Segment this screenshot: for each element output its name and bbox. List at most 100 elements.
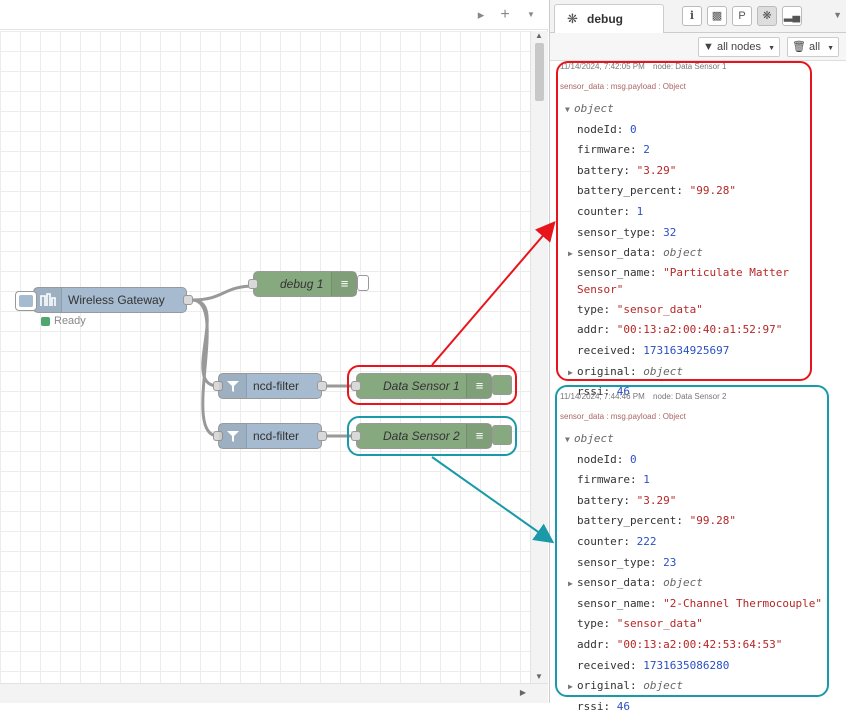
gateway-icon bbox=[34, 288, 62, 312]
clear-label: all bbox=[809, 41, 821, 53]
field-value: 1 bbox=[643, 473, 650, 487]
play-icon[interactable]: ▸ bbox=[477, 7, 485, 22]
input-port[interactable] bbox=[248, 279, 258, 289]
scrollbar-thumb[interactable] bbox=[535, 43, 544, 101]
ncd-filter-node-2[interactable]: ncd-filter bbox=[213, 423, 327, 449]
message-timestamp: 11/14/2024, 7:42:05 PM bbox=[560, 62, 645, 71]
book-icon[interactable]: ▩ bbox=[707, 6, 727, 26]
field-value: object bbox=[663, 576, 703, 590]
bug-icon[interactable]: ❋ bbox=[757, 6, 777, 26]
ncd-filter-node-1[interactable]: ncd-filter bbox=[213, 373, 327, 399]
tree-field-sensor-name: sensor_name: "Particulate Matter Sensor" bbox=[577, 265, 789, 296]
field-value: 0 bbox=[630, 452, 637, 466]
tree-field-battery-percent: battery_percent: "99.28" bbox=[577, 514, 736, 528]
output-port[interactable] bbox=[183, 295, 193, 305]
field-key: original bbox=[577, 364, 630, 378]
field-key: sensor_name bbox=[577, 596, 650, 610]
caret-right-icon[interactable]: ▶ bbox=[568, 579, 573, 589]
horizontal-scrollbar[interactable]: ▶ bbox=[0, 683, 548, 703]
tree-field-sensor-data[interactable]: ▶sensor_data: object bbox=[560, 573, 834, 594]
input-port[interactable] bbox=[351, 431, 361, 441]
chevron-down-icon[interactable]: ▼ bbox=[833, 10, 842, 20]
scroll-right-icon[interactable]: ▶ bbox=[519, 688, 526, 697]
tree-root[interactable]: ▼object bbox=[560, 99, 834, 120]
filter-button[interactable]: ▼ all nodes ▼ bbox=[698, 37, 780, 57]
debug-toggle[interactable] bbox=[492, 425, 512, 445]
field-key: battery bbox=[577, 163, 624, 177]
input-port[interactable] bbox=[213, 431, 223, 441]
flow-workspace[interactable]: ▸ + ▼ ▲ ▼ ▶ Wireless Gateway Ready debug… bbox=[0, 0, 548, 703]
output-port[interactable] bbox=[317, 381, 327, 391]
scroll-down-icon[interactable]: ▼ bbox=[535, 672, 543, 681]
debug-sidebar: ❋ debug i ▩ Ρ ❋ ▂▄ ▼ ▼ all nodes ▼ 🗑 all… bbox=[549, 0, 846, 713]
tree-field-firmware: firmware: 1 bbox=[577, 473, 650, 487]
input-port[interactable] bbox=[213, 381, 223, 391]
field-key: counter bbox=[577, 204, 624, 218]
node-label: debug 1 bbox=[280, 277, 324, 291]
tree-field-battery-percent: battery_percent: "99.28" bbox=[577, 184, 736, 198]
data-sensor-2-node[interactable]: Data Sensor 2 ≡ bbox=[351, 423, 492, 449]
message-topic: sensor_data : msg.payload : Object bbox=[560, 412, 686, 421]
tab-debug[interactable]: ❋ debug bbox=[554, 4, 664, 34]
add-icon[interactable]: + bbox=[500, 6, 510, 23]
caret-right-icon[interactable]: ▶ bbox=[568, 249, 573, 259]
debug-message-2[interactable]: 11/14/2024, 7:44:46 PM node: Data Sensor… bbox=[560, 391, 834, 717]
tree-field-addr: addr: "00:13:a2:00:42:53:64:53" bbox=[577, 637, 783, 651]
field-value: "3.29" bbox=[636, 493, 677, 507]
context-icon[interactable]: Ρ bbox=[732, 6, 752, 26]
field-value: object bbox=[643, 364, 683, 378]
status-dot bbox=[41, 317, 50, 326]
chart-icon[interactable]: ▂▄ bbox=[782, 6, 802, 26]
caret-right-icon[interactable]: ▶ bbox=[568, 682, 573, 692]
field-key: battery_percent bbox=[577, 184, 677, 198]
message-node[interactable]: node: Data Sensor 1 bbox=[653, 62, 727, 71]
list-icon: ≡ bbox=[466, 374, 492, 398]
tree-root-label: object bbox=[574, 432, 614, 445]
funnel-icon bbox=[219, 424, 247, 448]
field-value: 46 bbox=[616, 385, 630, 399]
tree-field-sensor-data[interactable]: ▶sensor_data: object bbox=[560, 243, 834, 264]
clear-button[interactable]: 🗑 all ▼ bbox=[787, 37, 840, 57]
info-icon[interactable]: i bbox=[682, 6, 702, 26]
field-key: nodeId bbox=[577, 452, 617, 466]
debug-toggle[interactable] bbox=[492, 375, 512, 395]
caret-right-icon[interactable]: ▶ bbox=[568, 367, 573, 377]
input-port[interactable] bbox=[351, 381, 361, 391]
scroll-up-icon[interactable]: ▲ bbox=[535, 31, 543, 40]
list-icon: ≡ bbox=[466, 424, 492, 448]
field-key: type bbox=[577, 302, 604, 316]
tree-field-original[interactable]: ▶original: object bbox=[560, 362, 834, 383]
caret-down-icon[interactable]: ▼ bbox=[565, 435, 570, 444]
tree-root[interactable]: ▼ object bbox=[560, 429, 834, 450]
field-key: sensor_data bbox=[577, 576, 650, 590]
data-sensor-1-node[interactable]: Data Sensor 1 ≡ bbox=[351, 373, 492, 399]
debug-toggle[interactable] bbox=[357, 275, 369, 291]
tree-field-original[interactable]: ▶original: object bbox=[560, 676, 834, 697]
wireless-gateway-node[interactable]: Wireless Gateway bbox=[33, 287, 193, 313]
node-label: ncd-filter bbox=[253, 429, 300, 443]
message-node[interactable]: node: Data Sensor 2 bbox=[653, 392, 727, 401]
field-key: nodeId bbox=[577, 122, 617, 136]
tree-field-received: received: 1731635086280 bbox=[577, 658, 730, 672]
message-meta: 11/14/2024, 7:42:05 PM node: Data Sensor… bbox=[560, 61, 834, 73]
vertical-scrollbar[interactable]: ▲ ▼ bbox=[530, 31, 548, 683]
funnel-icon: ▼ bbox=[703, 41, 714, 53]
output-port[interactable] bbox=[317, 431, 327, 441]
field-key: rssi bbox=[577, 699, 604, 713]
field-value: 46 bbox=[616, 699, 630, 713]
caret-down-icon[interactable]: ▼ bbox=[565, 105, 570, 114]
inject-button[interactable] bbox=[15, 291, 37, 311]
canvas-grid[interactable] bbox=[0, 31, 530, 683]
chevron-down-icon[interactable]: ▼ bbox=[527, 10, 535, 19]
chevron-down-icon: ▼ bbox=[768, 45, 775, 52]
node-label: Data Sensor 2 bbox=[383, 429, 460, 443]
tree-field-nodeId: nodeId: 0 bbox=[577, 452, 637, 466]
tree-field-battery: battery: "3.29" bbox=[577, 163, 677, 177]
debug-messages[interactable]: 11/14/2024, 7:42:05 PM node: Data Sensor… bbox=[550, 61, 846, 713]
debug-message-1[interactable]: 11/14/2024, 7:42:05 PM node: Data Sensor… bbox=[560, 61, 834, 403]
field-key: received bbox=[577, 658, 630, 672]
field-value: "2-Channel Thermocouple" bbox=[663, 596, 823, 610]
debug-1-node[interactable]: debug 1 ≡ bbox=[248, 271, 357, 297]
